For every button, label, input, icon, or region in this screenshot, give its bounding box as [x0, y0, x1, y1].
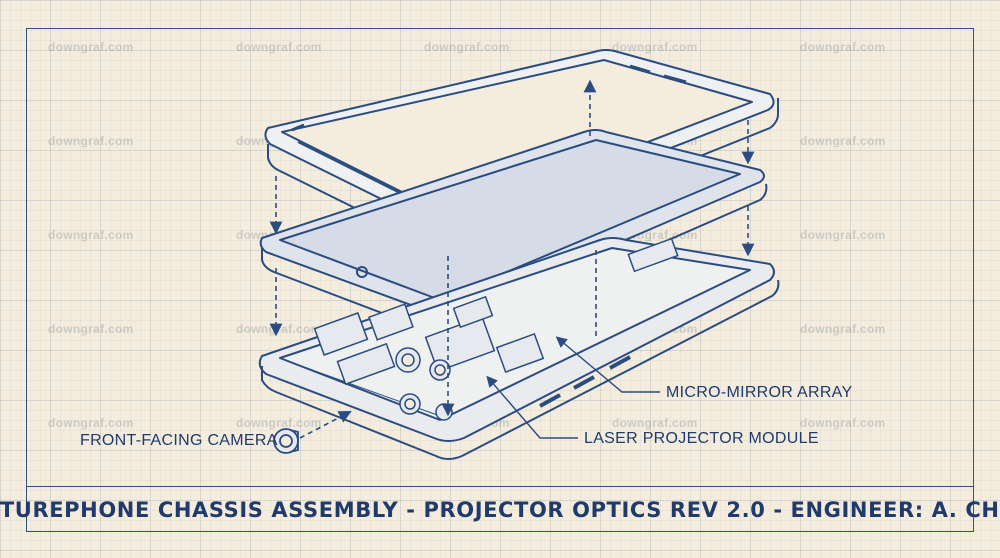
front-camera-part — [273, 428, 299, 454]
watermark-text: downgraf.com — [612, 40, 698, 54]
title-block: FUTUREPHONE CHASSIS ASSEMBLY - PROJECTOR… — [0, 486, 1000, 532]
watermark-text: downgraf.com — [800, 322, 886, 336]
explode-guides — [269, 79, 755, 439]
callout-leaders — [486, 336, 660, 439]
internal-components — [313, 237, 679, 421]
watermark-text: downgraf.com — [48, 40, 134, 54]
watermark-text: downgraf.com — [800, 228, 886, 242]
callout-front-facing-camera: FRONT-FACING CAMERA — [80, 432, 278, 449]
watermark-text: downgraf.com — [48, 134, 134, 148]
callout-laser-projector-module: LASER PROJECTOR MODULE — [584, 430, 819, 447]
watermark-text: downgraf.com — [236, 40, 322, 54]
watermark-text: downgraf.com — [612, 416, 698, 430]
watermark-text: downgraf.com — [800, 134, 886, 148]
watermark-text: downgraf.com — [800, 416, 886, 430]
callout-micro-mirror-array: MICRO-MIRROR ARRAY — [666, 384, 853, 401]
main-chassis — [258, 237, 780, 460]
display-glass-panel — [259, 129, 768, 336]
watermark-text: downgraf.com — [48, 228, 134, 242]
watermark-text: downgraf.com — [236, 416, 322, 430]
watermark-text: downgraf.com — [48, 416, 134, 430]
watermark-text: downgraf.com — [424, 40, 510, 54]
drawing-frame — [26, 28, 974, 532]
watermark-text: downgraf.com — [800, 40, 886, 54]
watermark-text: downgraf.com — [48, 322, 134, 336]
title-block-text: FUTUREPHONE CHASSIS ASSEMBLY - PROJECTOR… — [0, 497, 1000, 522]
